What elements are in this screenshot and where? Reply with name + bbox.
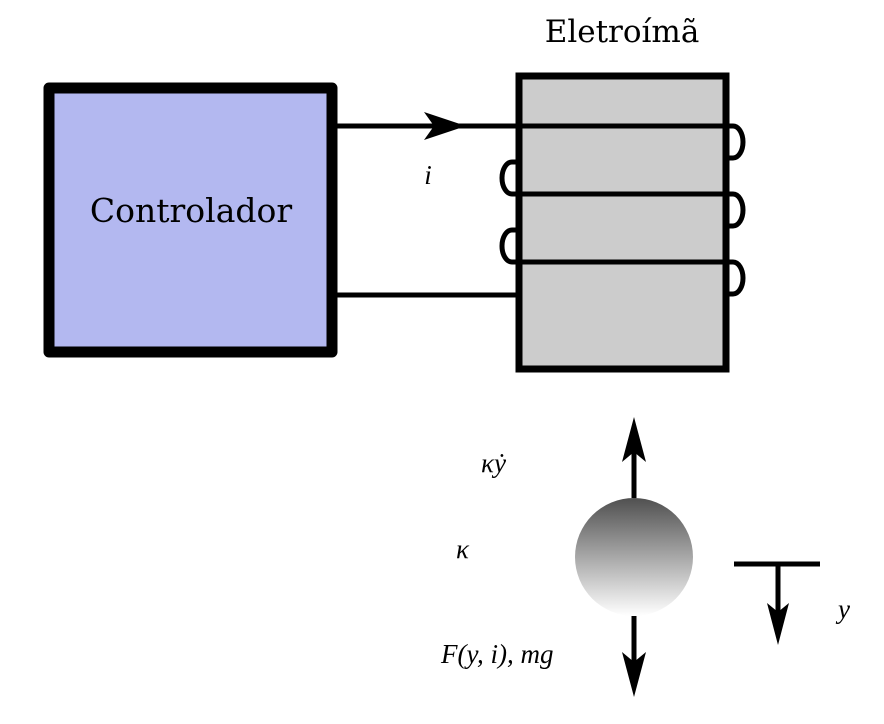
coil-windings [499,123,746,297]
current-label: i [424,160,432,190]
levitated-ball [575,498,693,616]
damping-coef-label: κ [456,534,470,564]
controller-label: Controlador [90,191,292,230]
winding-loop-left [499,159,519,197]
damping-force-label: κẏ [481,448,507,478]
upward-force-arrowhead [622,417,646,462]
winding-loop-right [726,259,746,297]
winding-loop-left [499,227,519,265]
position-label: y [835,594,850,624]
downward-force-arrowhead [622,652,646,697]
winding-loop-right [726,123,746,161]
current-arrowhead [424,112,466,140]
downward-forces-label: F(y, i), mg [440,639,553,669]
position-arrowhead [767,603,789,645]
controller-block [43,82,338,358]
electromagnet-core [515,72,730,373]
electromagnet-label: Eletroímã [545,14,700,50]
connection-wires [332,123,519,298]
winding-loop-right [726,191,746,229]
